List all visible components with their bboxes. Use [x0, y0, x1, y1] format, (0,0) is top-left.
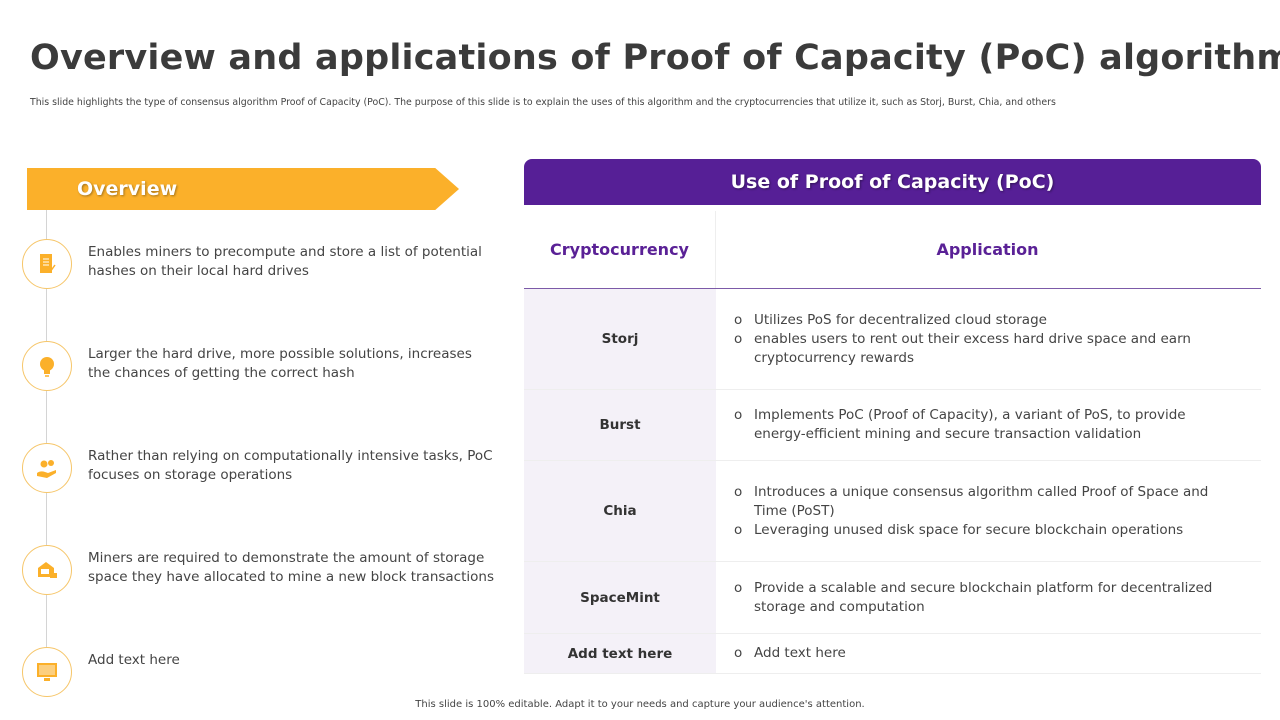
bullet-text: Add text here: [754, 645, 846, 661]
application-bullet: o Introduces a unique consensus algorithm…: [734, 483, 1241, 521]
overview-heading: Overview: [77, 178, 178, 200]
bullet-icon: o: [734, 645, 743, 661]
overview-item: Rather than relying on computationally i…: [22, 443, 493, 493]
application-cell: o Implements PoC (Proof of Capacity), a v…: [716, 390, 1261, 460]
table-title: Use of Proof of Capacity (PoC): [524, 159, 1261, 205]
bullet-text: Utilizes PoS for decentralized cloud sto…: [754, 311, 1047, 328]
overview-item-text: Add text here: [88, 652, 180, 668]
cryptocurrency-name: SpaceMint: [524, 562, 716, 633]
table-row: Burst o Implements PoC (Proof of Capacity)…: [524, 390, 1261, 461]
overview-item-text: Enables miners to precompute and store a…: [88, 244, 482, 279]
bullet-icon: o: [734, 330, 743, 347]
application-cell: o Provide a scalable and secure blockchai…: [716, 562, 1261, 633]
overview-item: Larger the hard drive, more possible sol…: [22, 341, 492, 391]
application-bullet: o enables users to rent out their excess …: [734, 330, 1241, 368]
application-cell: o Add text here: [716, 634, 1261, 673]
bullet-icon: o: [734, 521, 743, 538]
icon-circle: [22, 239, 72, 289]
lightbulb-icon: [40, 357, 54, 377]
poc-table: Use of Proof of Capacity (PoC) Cryptocur…: [524, 159, 1261, 674]
bullet-icon: o: [734, 311, 743, 328]
icon-circle: [22, 545, 72, 595]
overview-item: Miners are required to demonstrate the a…: [22, 545, 494, 595]
overview-item-text: Rather than relying on computationally i…: [88, 448, 493, 483]
cryptocurrency-name: Chia: [524, 461, 716, 561]
bullet-icon: o: [734, 579, 743, 596]
cryptocurrency-name: Storj: [524, 289, 716, 389]
page-subtitle: This slide highlights the type of consen…: [30, 97, 1056, 108]
bullet-icon: o: [734, 483, 743, 500]
bullet-text: Leveraging unused disk space for secure …: [754, 521, 1184, 538]
bullet-text: enables users to rent out their excess h…: [754, 330, 1191, 366]
overview-item: Enables miners to precompute and store a…: [22, 239, 492, 289]
application-bullet: o Leveraging unused disk space for secure…: [734, 521, 1241, 540]
page-title: Overview and applications of Proof of Ca…: [30, 38, 1280, 78]
application-cell: o Introduces a unique consensus algorithm…: [716, 461, 1261, 561]
application-bullet: o Implements PoC (Proof of Capacity), a v…: [734, 406, 1241, 444]
overview-item-text: Larger the hard drive, more possible sol…: [88, 346, 472, 381]
document-icon: [40, 254, 56, 273]
bullet-text: Provide a scalable and secure blockchain…: [754, 579, 1213, 615]
table-row: Chia o Introduces a unique consensus algor…: [524, 461, 1261, 562]
bullet-text: Introduces a unique consensus algorithm …: [754, 483, 1209, 519]
icon-circle: [22, 341, 72, 391]
cryptocurrency-name: Burst: [524, 390, 716, 460]
application-bullet: o Add text here: [734, 644, 1241, 663]
table-row: SpaceMint o Provide a scalable and secure …: [524, 562, 1261, 634]
application-bullet: o Utilizes PoS for decentralized cloud st…: [734, 311, 1241, 330]
storage-truck-icon: [38, 562, 57, 578]
icon-circle: [22, 647, 72, 697]
monitor-icon: [37, 663, 57, 681]
bullet-text: Implements PoC (Proof of Capacity), a va…: [754, 407, 1186, 442]
table-row: Storj o Utilizes PoS for decentralized clo…: [524, 289, 1261, 390]
application-cell: o Utilizes PoS for decentralized cloud st…: [716, 289, 1261, 389]
gears-hand-icon: [37, 460, 56, 478]
table-row: Add text here o Add text here: [524, 634, 1261, 674]
overview-item: Add text here: [22, 647, 492, 697]
overview-banner: Overview: [27, 168, 459, 210]
icon-circle: [22, 443, 72, 493]
application-bullet: o Provide a scalable and secure blockchai…: [734, 579, 1241, 617]
column-header-application: Application: [716, 211, 1261, 288]
bullet-icon: o: [734, 407, 743, 423]
overview-item-text: Miners are required to demonstrate the a…: [88, 550, 494, 585]
footer-note: This slide is 100% editable. Adapt it to…: [415, 699, 865, 710]
table-header-row: Cryptocurrency Application: [524, 209, 1261, 289]
cryptocurrency-name: Add text here: [524, 634, 716, 673]
column-header-cryptocurrency: Cryptocurrency: [524, 211, 716, 288]
